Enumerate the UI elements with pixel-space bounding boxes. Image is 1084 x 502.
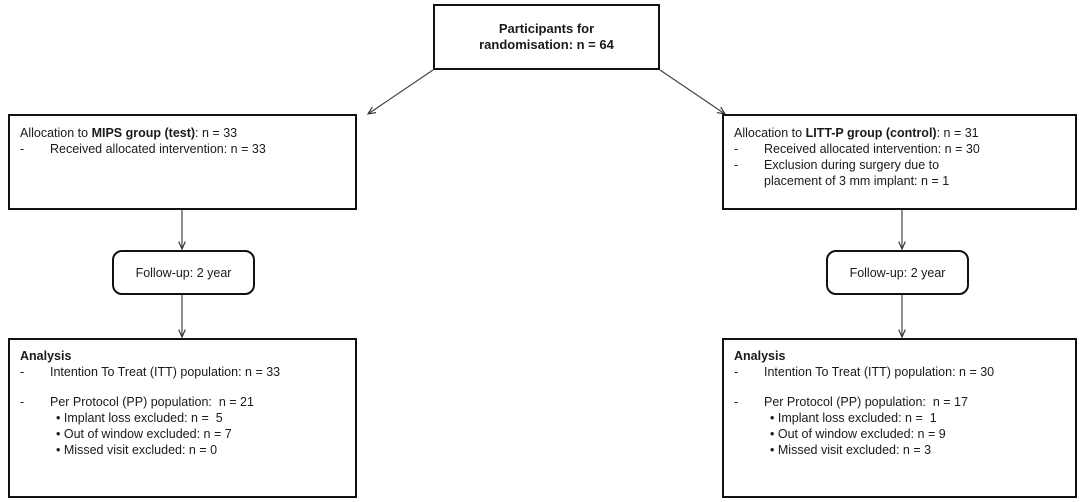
mips-itt-row: -Intention To Treat (ITT) population: n … — [20, 365, 281, 379]
randomisation-box: Participants for randomisation: n = 64 — [433, 4, 660, 70]
litt-followup-label: Follow-up: 2 year — [849, 265, 946, 280]
mips-pp-row: -Per Protocol (PP) population: n = 21 — [20, 395, 254, 409]
mips-followup-label: Follow-up: 2 year — [135, 265, 232, 280]
arrow-to-litt — [659, 69, 725, 114]
mips-received-row: -Received allocated intervention: n = 33 — [20, 142, 266, 156]
litt-itt-row: -Intention To Treat (ITT) population: n … — [734, 365, 995, 379]
litt-bullet-implant-loss: • Implant loss excluded: n = 1 — [770, 411, 937, 425]
mips-bullet-out-of-window: • Out of window excluded: n = 7 — [56, 427, 232, 441]
mips-bullet-implant-loss: • Implant loss excluded: n = 5 — [56, 411, 223, 425]
litt-bullet-out-of-window: • Out of window excluded: n = 9 — [770, 427, 946, 441]
arrow-to-mips — [368, 69, 434, 114]
mips-bullet-missed-visit: • Missed visit excluded: n = 0 — [56, 443, 218, 457]
litt-allocation-box: Allocation to LITT-P group (control): n … — [722, 114, 1077, 210]
mips-followup-box: Follow-up: 2 year — [112, 250, 255, 295]
litt-analysis-title: Analysis — [734, 349, 786, 363]
litt-exclusion-row: -Exclusion during surgery due to placeme… — [734, 158, 950, 188]
mips-group-name: MIPS group (test) — [91, 126, 196, 140]
litt-group-name: LITT-P group (control) — [805, 126, 937, 140]
litt-followup-box: Follow-up: 2 year — [826, 250, 969, 295]
litt-allocation-heading: Allocation to LITT-P group (control): n … — [734, 126, 979, 140]
randomisation-line1: Participants for — [498, 21, 595, 36]
mips-analysis-title: Analysis — [20, 349, 72, 363]
litt-pp-row: -Per Protocol (PP) population: n = 17 — [734, 395, 968, 409]
mips-allocation-heading: Allocation to MIPS group (test): n = 33 — [20, 126, 238, 140]
mips-allocation-box: Allocation to MIPS group (test): n = 33 … — [8, 114, 357, 210]
mips-analysis-box: Analysis -Intention To Treat (ITT) popul… — [8, 338, 357, 498]
litt-analysis-box: Analysis -Intention To Treat (ITT) popul… — [722, 338, 1077, 498]
litt-bullet-missed-visit: • Missed visit excluded: n = 3 — [770, 443, 932, 457]
randomisation-line2: randomisation: n = 64 — [479, 37, 614, 52]
litt-received-row: -Received allocated intervention: n = 30 — [734, 142, 980, 156]
